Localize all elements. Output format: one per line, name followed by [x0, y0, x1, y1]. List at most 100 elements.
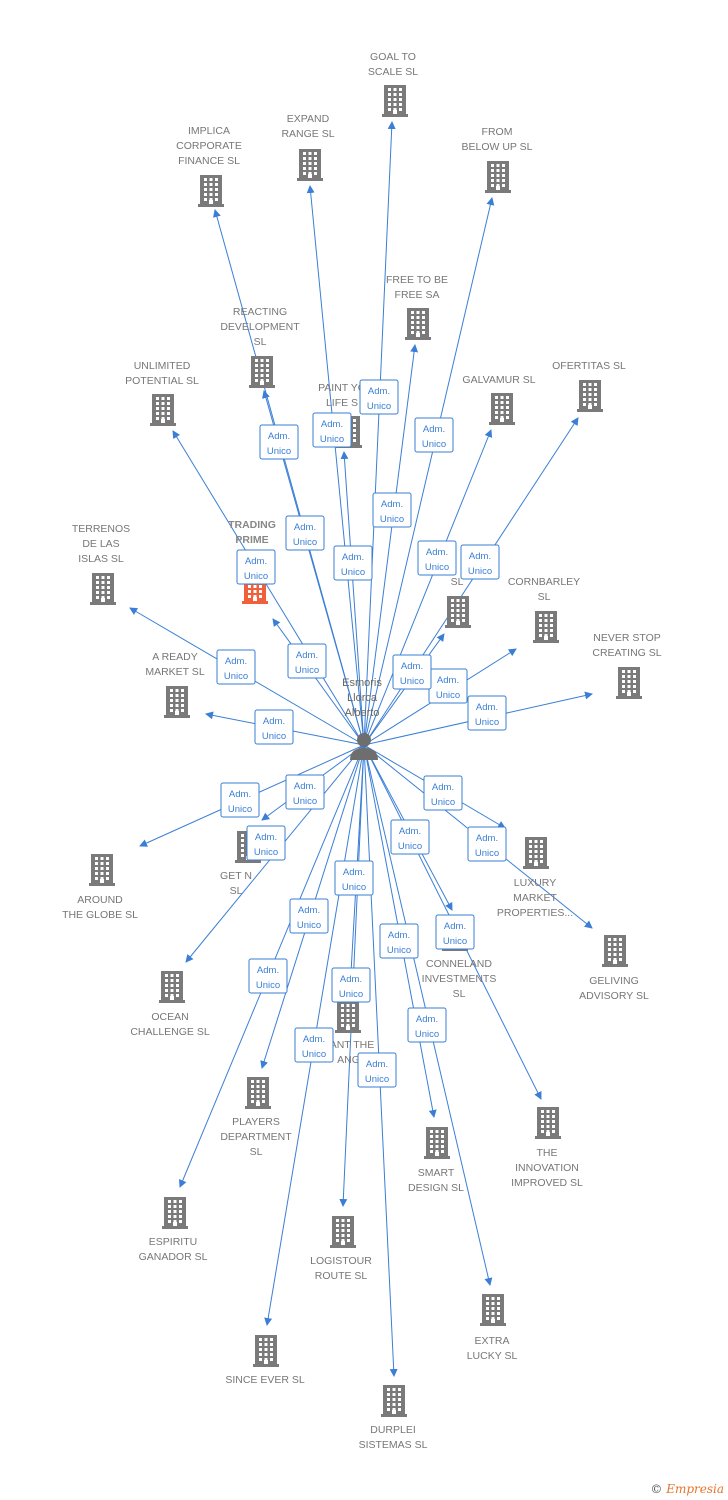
- company-label-line: REACTING: [233, 306, 287, 318]
- company-label-line: LOGISTOUR: [310, 1255, 372, 1267]
- role-badge-the-innovation-improved-sl[interactable]: Adm.Unico: [435, 914, 475, 950]
- company-label-line: SL: [254, 336, 267, 348]
- company-label-line: SL: [250, 1146, 263, 1158]
- role-badge-players-department-sl[interactable]: Adm.Unico: [289, 898, 329, 934]
- role-badge-since-ever-sl[interactable]: Adm.Unico: [294, 1027, 334, 1063]
- building-icon: [445, 596, 471, 628]
- role-text: Unico: [228, 804, 252, 815]
- role-labels: Adm.UnicoAdm.UnicoAdm.UnicoAdm.UnicoAdm.…: [216, 379, 507, 1088]
- role-badge-espiritu-ganador-sl[interactable]: Adm. Unico: [248, 958, 288, 994]
- role-badge-from-below-up-sl[interactable]: Adm.Unico: [414, 417, 454, 453]
- role-badge-never-stop-creating-sl[interactable]: Adm.Unico: [467, 695, 507, 731]
- building-icon: [330, 1216, 356, 1248]
- company-label-line: OCEAN: [151, 1011, 188, 1023]
- role-text: Unico: [256, 980, 280, 991]
- role-text: Adm.: [401, 661, 423, 672]
- building-icon: [253, 1335, 279, 1367]
- role-text: Unico: [342, 882, 366, 893]
- role-text: Adm.: [263, 716, 285, 727]
- role-text: Unico: [468, 566, 492, 577]
- company-label-line: PRIME: [235, 534, 268, 546]
- role-badge-smart-design-sl[interactable]: Adm. Unico: [379, 923, 419, 959]
- edge-goal-to-scale-sl: [363, 121, 396, 746]
- building-icon: [162, 1197, 188, 1229]
- role-badge-extra-lucky-sl[interactable]: Adm.Unico: [407, 1007, 447, 1043]
- role-badge-unlimited-potential-sl[interactable]: Adm.Unico: [236, 549, 276, 585]
- company-node-sl[interactable]: SL: [445, 576, 471, 628]
- role-badge-galvamur-sl[interactable]: Adm.Unico: [417, 540, 457, 576]
- role-badge-want-the-change-sl[interactable]: Adm.Unico: [334, 860, 374, 896]
- role-badge-durplei-sistemas-sl[interactable]: Adm.Unico: [357, 1052, 397, 1088]
- role-text: Adm.: [399, 826, 421, 837]
- role-badge-a-ready-market-sl[interactable]: Adm.Unico: [254, 709, 294, 745]
- role-badge-cornbarley-sl[interactable]: Adm.Unico: [428, 668, 468, 704]
- role-badge-get-now-sl[interactable]: Adm.Unico: [285, 774, 325, 810]
- role-text: Adm.: [257, 965, 279, 976]
- company-node-galvamur-sl[interactable]: GALVAMUR SL: [462, 374, 536, 425]
- company-label-line: IMPROVED SL: [511, 1177, 583, 1189]
- company-node-ofertitas-sl[interactable]: OFERTITAS SL: [552, 360, 626, 412]
- company-label-line: SL: [451, 576, 464, 588]
- company-label-line: GOAL TO: [370, 51, 416, 63]
- building-icon: [382, 85, 408, 117]
- company-node-luxury-market-properties[interactable]: LUXURYMARKETPROPERTIES...: [497, 837, 573, 919]
- role-badge-paint-your-life-sl[interactable]: Adm.Unico: [333, 545, 373, 581]
- role-text: Adm.: [294, 522, 316, 533]
- role-badge-expand-range-sl[interactable]: Adm.Unico: [312, 412, 352, 448]
- building-icon: [249, 356, 275, 388]
- building-icon: [602, 935, 628, 967]
- person-name-line: Alberto: [345, 707, 380, 719]
- role-badge-terrenos-de-las-islas-sl[interactable]: Adm.Unico: [216, 649, 256, 685]
- building-icon: [616, 667, 642, 699]
- company-label-line: ANT THE: [330, 1039, 375, 1051]
- role-badge-luxury-market-properties[interactable]: Adm.Unico: [423, 775, 463, 811]
- role-badge-ocean-challenge-sl[interactable]: Adm.Unico: [246, 825, 286, 861]
- role-badge-goal-to-scale-sl[interactable]: Adm.Unico: [359, 379, 399, 415]
- role-text: Unico: [387, 945, 411, 956]
- role-badge-trading-prime-dynamics-sl[interactable]: Adm.Unico: [287, 643, 327, 679]
- role-text: Adm.: [388, 930, 410, 941]
- role-badge-logistour-route-sl[interactable]: Adm.Unico: [331, 967, 371, 1003]
- company-label-line: SL: [453, 988, 466, 1000]
- person-name-line: Llorca: [347, 692, 378, 704]
- role-badge-reacting-development-sl[interactable]: Adm.Unico: [259, 424, 299, 460]
- company-node-since-ever-sl[interactable]: SINCE EVER SL: [225, 1335, 305, 1386]
- person-name-line: Esmoris: [342, 677, 382, 689]
- role-text: Adm.: [416, 1014, 438, 1025]
- role-badge-implica-corporate-finance-sl[interactable]: Adm.Unico: [285, 515, 325, 551]
- company-label-line: TERRENOS: [72, 523, 130, 535]
- role-badge-free-to-be-free-sa[interactable]: Adm.Unico: [372, 492, 412, 528]
- role-badge-conneland-investments-sl[interactable]: Adm.Unico: [390, 819, 430, 855]
- role-badge-sl[interactable]: Adm.Unico: [392, 654, 432, 690]
- role-text: Unico: [302, 1049, 326, 1060]
- role-text: Adm.: [296, 650, 318, 661]
- company-label-line: SISTEMAS SL: [359, 1439, 428, 1451]
- role-badge-ofertitas-sl[interactable]: Adm.Unico: [460, 544, 500, 580]
- role-badge-geliving-advisory-sl[interactable]: Adm.Unico: [467, 826, 507, 862]
- role-badge-around-the-globe-sl[interactable]: Adm.Unico: [220, 782, 260, 818]
